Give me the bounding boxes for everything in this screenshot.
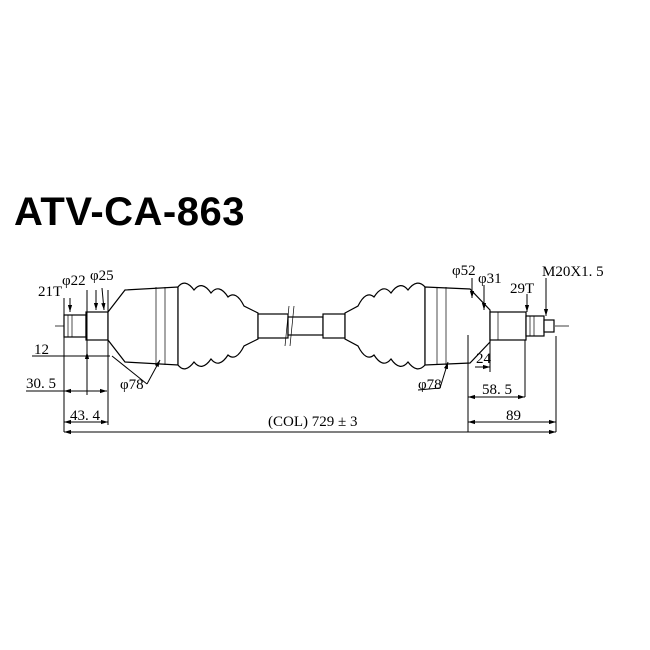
len-43-4-label: 43. 4 [70,408,101,424]
len-89-label: 89 [506,408,521,424]
left-spline-stub [63,311,109,341]
dia-52-label: φ52 [452,263,476,279]
len-58-5-label: 58. 5 [482,382,512,398]
right-cv-joint-housing [424,286,491,366]
left-dimension-lines [26,287,161,432]
part-number-title: ATV-CA-863 [14,190,245,234]
overall-length-label: (COL) 729 ± 3 [268,414,357,430]
dia-78-right-label: φ78 [418,377,442,393]
left-cv-joint-housing [107,286,179,366]
right-spline-stub [489,311,555,341]
dia-22-label: φ22 [62,273,86,289]
dia-25-label: φ25 [90,268,114,284]
teeth-left-label: 21T [38,284,62,300]
dia-31-label: φ31 [478,271,502,287]
dia-78-left-label: φ78 [120,377,144,393]
len-30-5-label: 30. 5 [26,376,56,392]
len-12-label: 12 [34,342,49,358]
teeth-right-label: 29T [510,281,534,297]
intermediate-shaft [257,305,346,347]
thread-label: M20X1. 5 [542,264,604,280]
right-dimension-lines [417,278,557,432]
left-boot [177,282,259,370]
len-24-label: 24 [476,351,492,367]
right-boot [344,282,426,370]
